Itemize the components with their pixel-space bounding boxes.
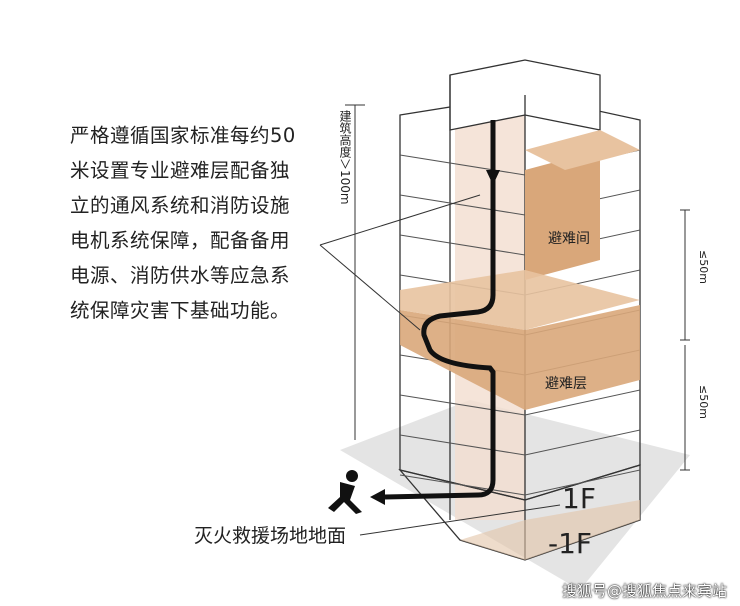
rescue-ground-label: 灭火救援场地地面 xyxy=(194,525,347,547)
watermark: 搜狐号@搜狐焦点来宾站 xyxy=(562,582,728,600)
route-arrow-down xyxy=(486,170,500,185)
building-frame xyxy=(398,59,641,561)
text-line: 电机系统保障，配备备用 xyxy=(70,229,291,252)
escape-route xyxy=(384,120,496,500)
floor-line xyxy=(399,394,526,416)
floor-line xyxy=(524,469,641,496)
floor-line xyxy=(399,194,526,216)
text-line: 米设置专业避难层配备独 xyxy=(70,159,291,182)
interval-top-label: ≤50m xyxy=(697,250,710,284)
floor-line xyxy=(399,474,526,496)
refuge-floor-label: 避难层 xyxy=(545,376,587,392)
floor-line xyxy=(524,429,641,456)
floor-line xyxy=(399,434,526,456)
text-line: 电源、消防供水等应急系 xyxy=(70,264,291,287)
floor-line xyxy=(399,234,526,256)
text-line: 立的通风系统和消防设施 xyxy=(70,194,291,217)
interval-bottom-label: ≤50m xyxy=(697,385,710,419)
first-floor-label: 1F xyxy=(562,482,596,515)
refuge-floor-band xyxy=(400,305,640,410)
callout-lines xyxy=(319,104,690,536)
building-height-label: 建筑高度＞100m xyxy=(338,110,352,205)
floor-line xyxy=(399,154,526,176)
route-arrow-left xyxy=(370,489,385,505)
running-person-icon xyxy=(328,470,362,514)
refuge-room-label: 避难间 xyxy=(548,231,590,247)
description-text: 严格遵循国家标准每约50 米设置专业避难层配备独 立的通风系统和消防设施 电机系… xyxy=(70,118,310,328)
basement-label: -1F xyxy=(548,527,593,560)
floor-line xyxy=(524,389,641,416)
refuge-room-band xyxy=(525,150,600,280)
text-line: 统保障灾害下基础功能。 xyxy=(70,299,291,322)
text-line: 严格遵循国家标准每约50 xyxy=(70,124,296,147)
